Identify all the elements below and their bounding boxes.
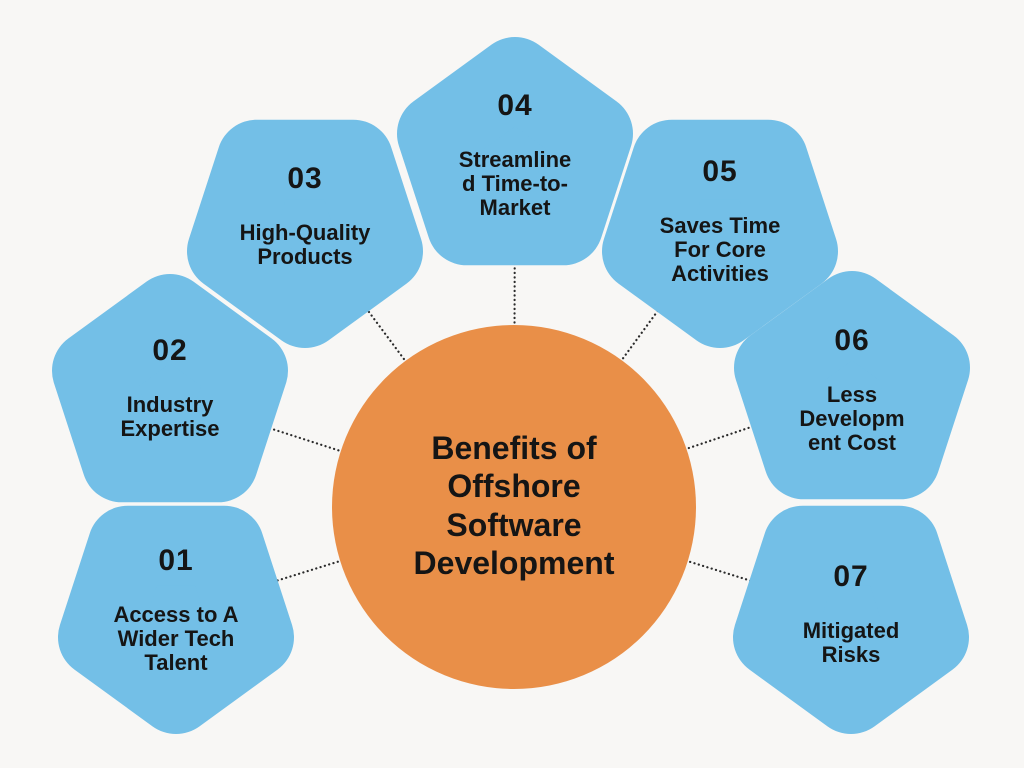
benefit-number: 02 (152, 334, 188, 367)
benefit-label: Streamline d Time-to- Market (458, 147, 572, 221)
benefit-number: 04 (497, 89, 533, 122)
benefit-number: 05 (702, 155, 738, 188)
benefit-number: 07 (833, 560, 869, 593)
benefit-card-03: 03 High-Quality Products (190, 164, 420, 269)
benefit-card-01: 01 Access to A Wider Tech Talent (61, 546, 291, 676)
benefit-number: 06 (834, 324, 870, 357)
benefit-label: Less Developm ent Cost (799, 382, 905, 456)
benefit-label: Industry Expertise (120, 392, 220, 442)
benefit-number: 03 (287, 162, 323, 195)
benefit-card-07: 07 Mitigated Risks (736, 562, 966, 667)
diagram-title: Benefits of Offshore Software Developmen… (413, 430, 615, 582)
benefit-card-04: 04 Streamline d Time-to- Market (400, 91, 630, 221)
benefit-label: Saves Time For Core Activities (659, 213, 781, 287)
benefit-card-06: 06 Less Developm ent Cost (737, 326, 967, 456)
benefit-label: High-Quality Products (239, 220, 371, 270)
center-circle (332, 325, 696, 689)
benefit-card-02: 02 Industry Expertise (55, 336, 285, 441)
benefit-label: Mitigated Risks (802, 618, 900, 668)
benefit-label: Access to A Wider Tech Talent (113, 602, 239, 676)
benefit-number: 01 (158, 544, 194, 577)
benefit-card-05: 05 Saves Time For Core Activities (605, 157, 835, 287)
